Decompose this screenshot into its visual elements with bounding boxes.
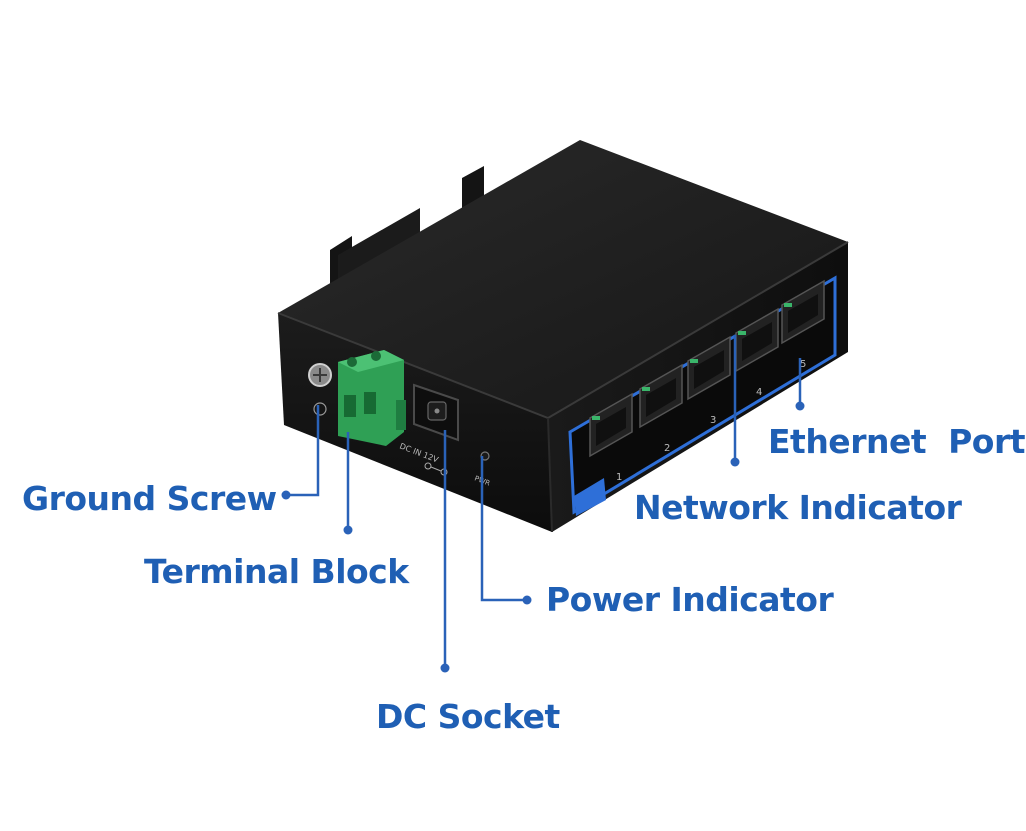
- power-indicator-label: Power Indicator: [546, 580, 834, 619]
- port-number: 2: [664, 443, 670, 454]
- port-number: 4: [756, 387, 762, 398]
- port-number: 5: [800, 359, 806, 370]
- leader-lines: [286, 335, 802, 668]
- ground-screw: [308, 363, 332, 416]
- ethernet-port: [639, 363, 683, 429]
- ethernet-port: [781, 279, 825, 345]
- panel-blue-strip: [574, 478, 606, 516]
- network-indicator-label: Network Indicator: [634, 488, 962, 527]
- terminal-block: [338, 350, 406, 446]
- switch-top-face: [278, 140, 848, 418]
- port-number: 1: [616, 472, 622, 483]
- ethernet-port: [687, 335, 731, 401]
- ethernet-port-label: Ethernet Port: [768, 422, 1026, 461]
- port-number: 3: [710, 415, 716, 426]
- terminal-block-label: Terminal Block: [144, 552, 409, 591]
- ethernet-port: [589, 392, 633, 458]
- dc-socket-label: DC Socket: [376, 697, 560, 736]
- leader-dots: [281, 401, 805, 673]
- power-indicator-leader: [480, 456, 527, 602]
- ground-screw-leader: [286, 405, 320, 497]
- dc-socket: [413, 383, 459, 442]
- ground-screw-label: Ground Screw: [22, 479, 277, 518]
